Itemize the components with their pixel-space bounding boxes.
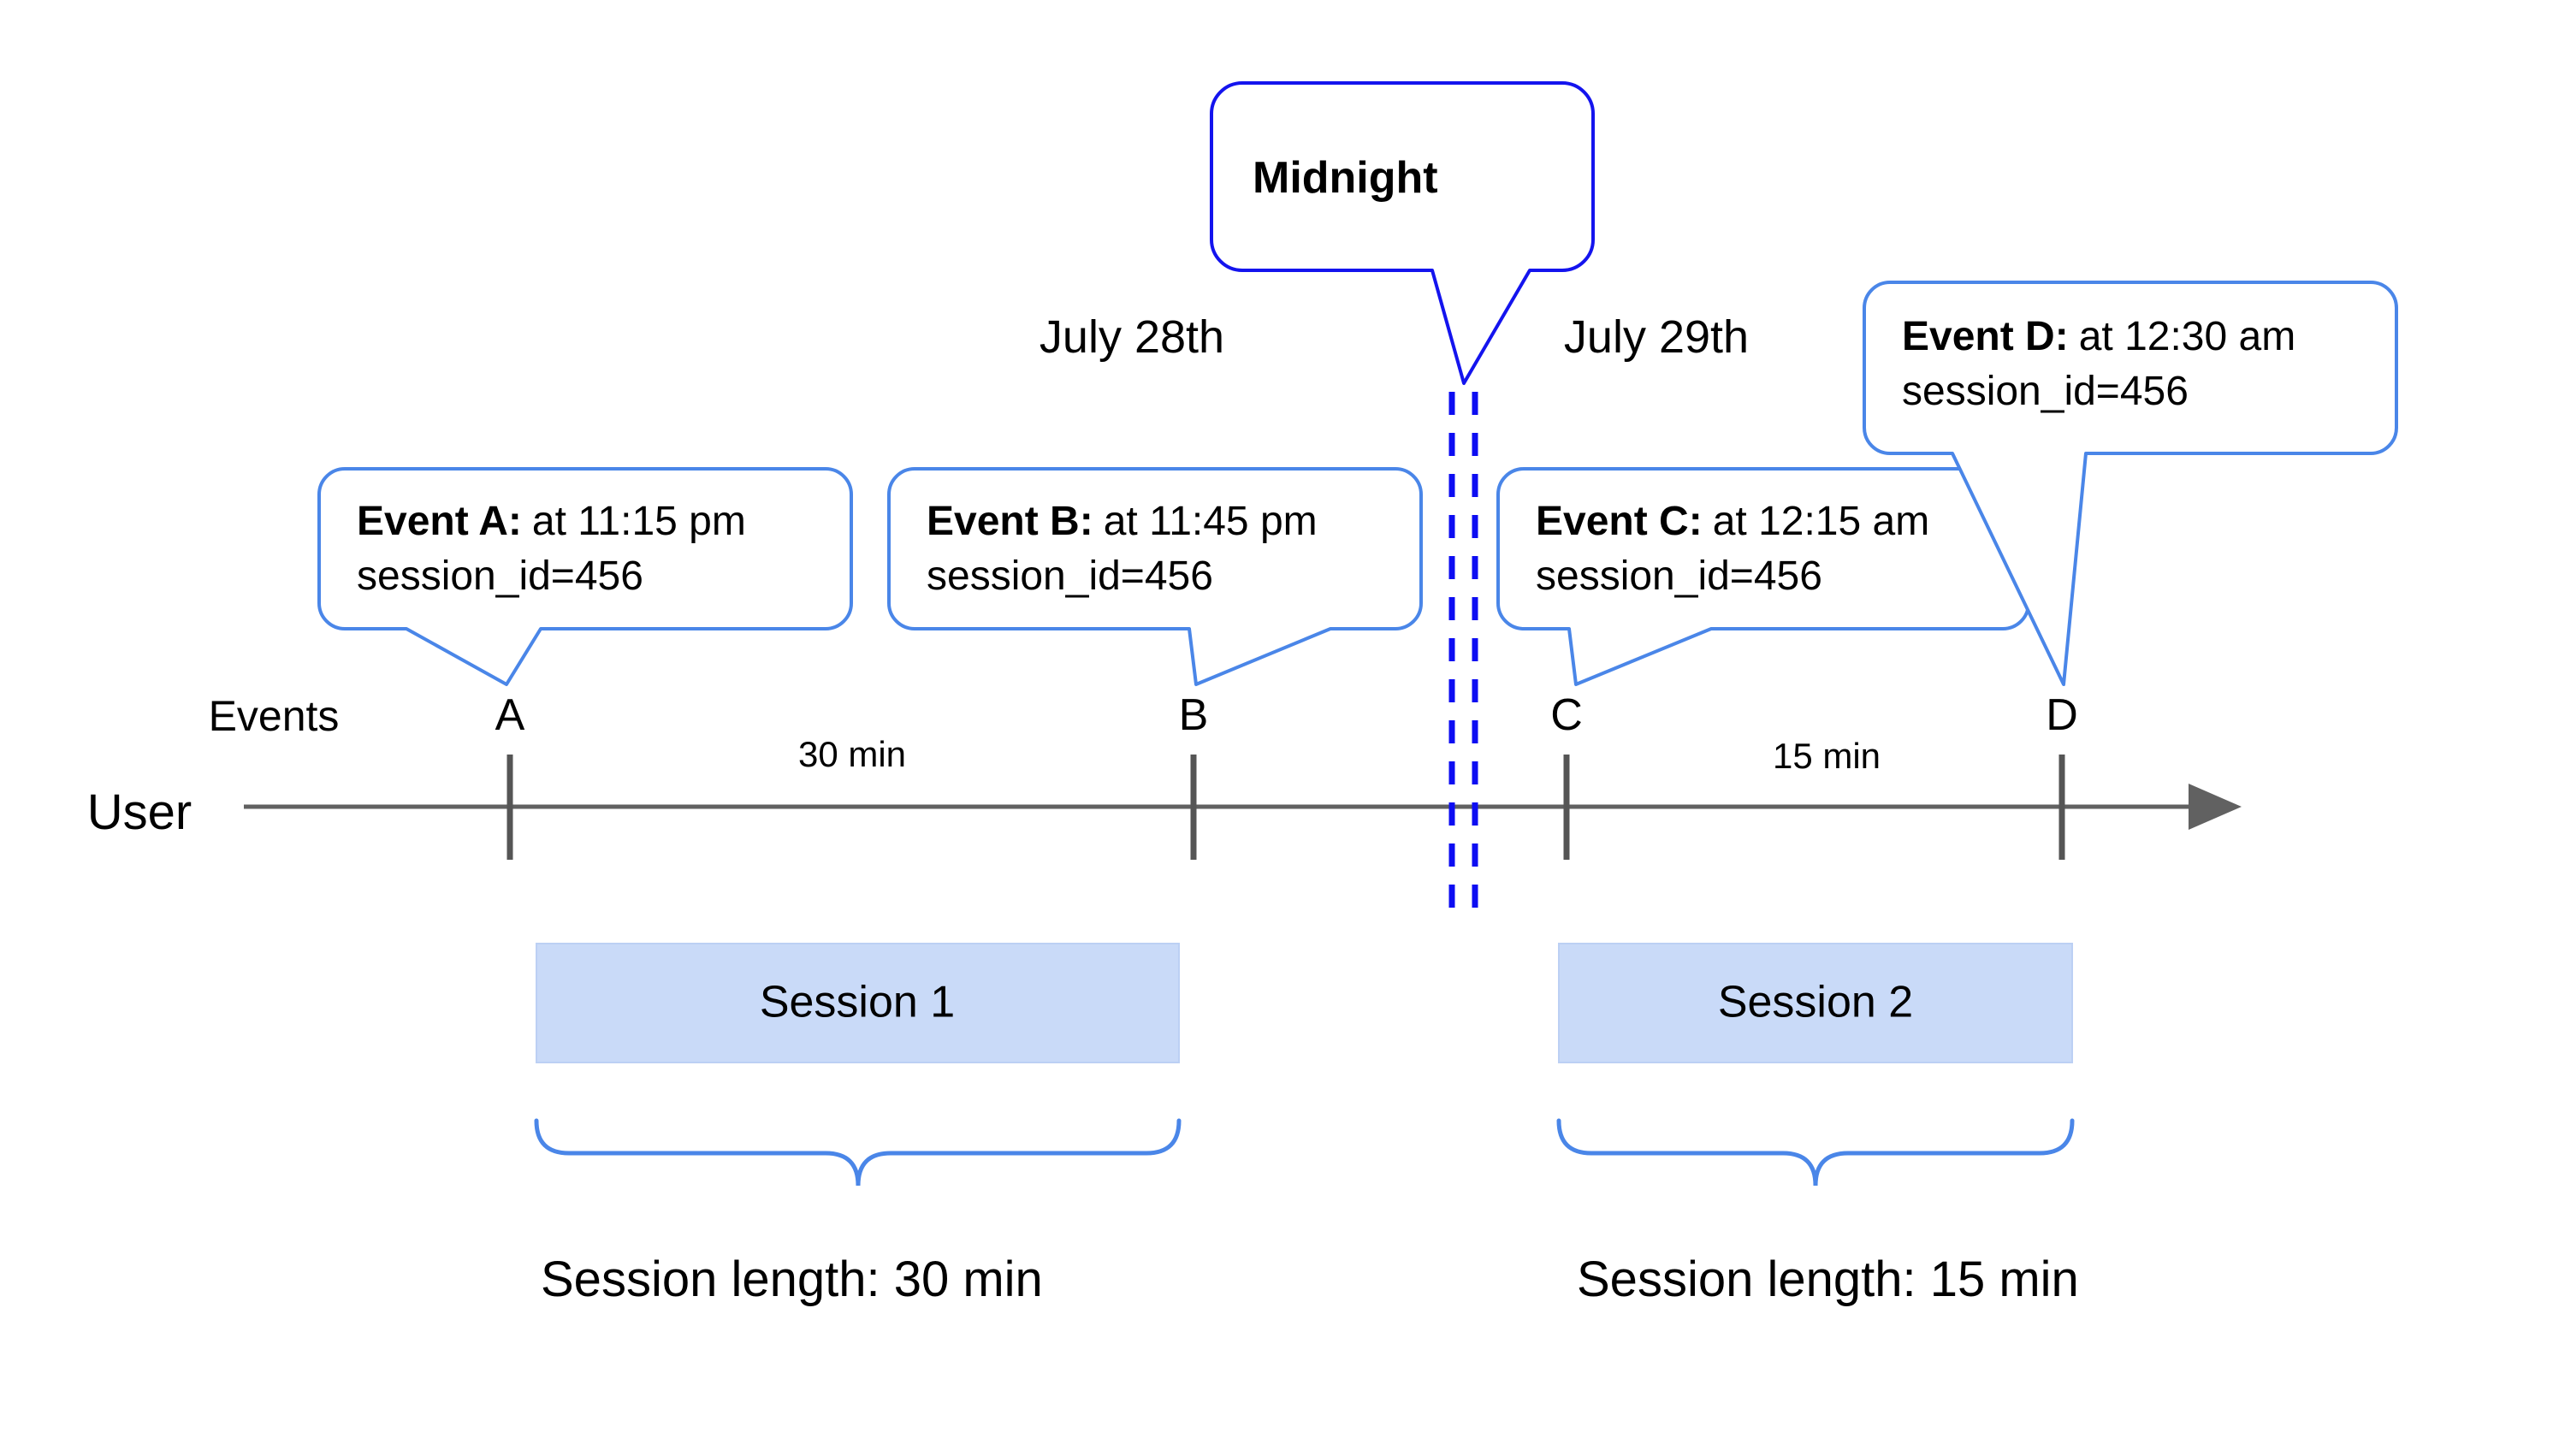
date-label-july-28: July 28th	[1039, 311, 1225, 364]
event-b-callout-text: Event B:at 11:45 pm session_id=456	[927, 494, 1318, 604]
event-a-line1: Event A:at 11:15 pm	[357, 494, 746, 549]
event-d-time: at 12:30 am	[2078, 314, 2296, 359]
event-c-time: at 12:15 am	[1712, 499, 1930, 544]
event-b-session: session_id=456	[927, 553, 1213, 599]
interval-label-30min: 30 min	[797, 734, 907, 775]
session2-box	[1558, 943, 2073, 1063]
event-c-line1: Event C:at 12:15 am	[1536, 494, 1929, 549]
event-a-session: session_id=456	[357, 553, 643, 599]
session2-label: Session 2	[1717, 977, 1914, 1027]
session2-brace	[1556, 1118, 2075, 1187]
event-a-callout-text: Event A:at 11:15 pm session_id=456	[357, 494, 746, 604]
event-c-session: session_id=456	[1536, 553, 1822, 599]
timeline-arrowhead-icon	[2189, 784, 2242, 830]
session2-length-label: Session length: 15 min	[1577, 1252, 2079, 1307]
event-a-title: Event A:	[357, 499, 522, 544]
event-d-title: Event D:	[1902, 314, 2069, 359]
event-d-callout-text: Event D:at 12:30 am session_id=456	[1902, 310, 2295, 419]
date-label-july-29: July 29th	[1563, 311, 1750, 364]
session1-label: Session 1	[759, 977, 956, 1027]
user-axis-label: User	[86, 784, 193, 840]
tick-label-a: A	[495, 690, 525, 740]
midnight-callout-bubble	[1210, 81, 1595, 385]
event-c-title: Event C:	[1536, 499, 1703, 544]
event-b-title: Event B:	[927, 499, 1093, 544]
event-d-callout-bubble	[1863, 281, 2398, 686]
event-b-line1: Event B:at 11:45 pm	[927, 494, 1318, 549]
event-a-time: at 11:15 pm	[531, 499, 746, 544]
session1-box	[536, 943, 1180, 1063]
tick-label-d: D	[2046, 690, 2078, 740]
event-d-line1: Event D:at 12:30 am	[1902, 310, 2295, 364]
tick-label-c: C	[1550, 690, 1583, 740]
tick-label-b: B	[1178, 690, 1209, 740]
midnight-label: Midnight	[1253, 153, 1438, 203]
interval-label-15min: 15 min	[1772, 736, 1881, 777]
events-axis-label: Events	[208, 692, 340, 740]
event-b-callout-bubble	[887, 467, 1423, 686]
session1-length-label: Session length: 30 min	[541, 1252, 1043, 1307]
event-d-session: session_id=456	[1902, 369, 2189, 414]
event-a-callout-bubble	[317, 467, 853, 686]
event-b-time: at 11:45 pm	[1103, 499, 1318, 544]
session1-brace	[534, 1118, 1182, 1187]
event-c-callout-text: Event C:at 12:15 am session_id=456	[1536, 494, 1929, 604]
